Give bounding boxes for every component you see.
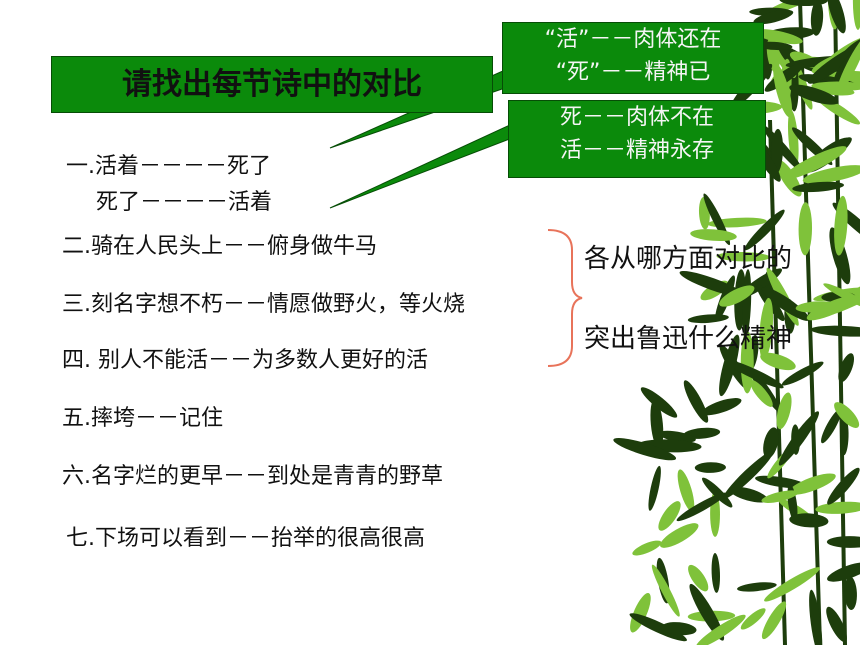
bamboo-leaf bbox=[761, 601, 787, 640]
bamboo-leaf bbox=[711, 553, 721, 593]
bamboo-leaf bbox=[810, 325, 860, 337]
bamboo-leaf bbox=[629, 613, 687, 642]
bamboo-leaf bbox=[690, 229, 737, 242]
callout-2-line-2: 活－－精神永存 bbox=[559, 138, 714, 163]
bamboo-leaf bbox=[783, 146, 847, 180]
bamboo-leaf bbox=[737, 582, 777, 592]
bamboo-leaf bbox=[725, 359, 784, 389]
bamboo-leaf bbox=[650, 399, 664, 449]
bamboo-stalk bbox=[798, 0, 822, 645]
bamboo-leaf bbox=[648, 465, 661, 511]
callout-1-line-1: “活”－－肉体还在 bbox=[544, 27, 722, 52]
bamboo-leaf bbox=[640, 387, 678, 418]
bamboo-leaf bbox=[798, 202, 813, 256]
item-1a: 一.活着－－－－死了 bbox=[66, 154, 271, 179]
bamboo-leaf bbox=[838, 353, 855, 383]
bamboo-leaf bbox=[802, 165, 860, 184]
bamboo-leaf bbox=[827, 562, 860, 582]
bamboo-leaf bbox=[723, 451, 774, 499]
bamboo-leaf bbox=[806, 296, 856, 321]
bamboo-leaf bbox=[756, 41, 793, 51]
bamboo-leaf bbox=[778, 411, 820, 466]
item-7: 七.下场可以看到－－抬举的很高很高 bbox=[66, 526, 425, 551]
bamboo-leaf bbox=[776, 392, 792, 430]
bamboo-leaf bbox=[789, 84, 839, 105]
bamboo-leaf bbox=[761, 287, 810, 321]
bamboo-leaf bbox=[789, 513, 829, 528]
bamboo-leaf bbox=[702, 477, 733, 508]
bamboo-leaf bbox=[761, 490, 799, 503]
bamboo-leaf bbox=[716, 252, 771, 262]
bamboo-leaf bbox=[773, 63, 793, 118]
item-5: 五.摔垮－－记住 bbox=[62, 406, 223, 431]
callout-box-2: 死－－肉体不在 活－－精神永存 bbox=[508, 100, 766, 178]
bamboo-leaf bbox=[836, 36, 860, 96]
bamboo-leaf bbox=[834, 195, 848, 256]
bamboo-leaf bbox=[719, 285, 755, 307]
bamboo-leaf bbox=[688, 564, 709, 592]
bamboo-leaves bbox=[613, 0, 860, 645]
item-1b: 死了－－－－活着 bbox=[96, 190, 273, 215]
bamboo-leaf bbox=[683, 427, 721, 439]
bamboo-leaf bbox=[632, 540, 662, 556]
bamboo-leaf bbox=[689, 583, 725, 641]
bamboo-leaf bbox=[677, 469, 695, 512]
right-brace bbox=[547, 229, 583, 367]
bamboo-leaf bbox=[750, 380, 773, 407]
bamboo-leaf bbox=[659, 523, 699, 548]
bamboo-leaf bbox=[651, 564, 680, 617]
question-1: 各从哪方面对比的 bbox=[584, 244, 793, 274]
bamboo-leaf bbox=[658, 430, 696, 443]
bamboo-leaf bbox=[809, 589, 823, 645]
bamboo-leaf bbox=[740, 330, 754, 394]
bamboo-leaf bbox=[827, 0, 846, 34]
bamboo-leaf bbox=[807, 44, 860, 84]
bamboo-leaf bbox=[701, 398, 742, 416]
bamboo-leaf bbox=[729, 486, 768, 503]
callout-1-line-2: “死”－－精神已 bbox=[555, 60, 711, 85]
bamboo-leaf bbox=[676, 492, 727, 522]
item-6: 六.名字烂的更早－－到处是青青的野草 bbox=[62, 464, 443, 489]
bamboo-leaf bbox=[755, 475, 807, 489]
question-2: 突出鲁迅什么精神 bbox=[584, 324, 793, 354]
bamboo-leaf bbox=[823, 283, 860, 310]
bamboo-leaf bbox=[792, 181, 844, 193]
bamboo-leaf bbox=[810, 0, 824, 36]
bamboo-leaf bbox=[827, 467, 860, 505]
item-3: 三.刻名字想不朽－－情愿做野火，等火烧 bbox=[62, 292, 465, 317]
bamboo-leaf bbox=[694, 462, 726, 473]
bamboo-leaf bbox=[683, 380, 709, 423]
bamboo-leaf bbox=[744, 209, 785, 251]
bamboo-leaf bbox=[763, 427, 779, 459]
callout-box-1: “活”－－肉体还在 “死”－－精神已 bbox=[502, 22, 764, 94]
item-4: 四. 别人不能活－－为多数人更好的活 bbox=[62, 348, 428, 373]
bamboo-leaf bbox=[661, 622, 697, 636]
callout-2-line-1: 死－－肉体不在 bbox=[559, 105, 714, 130]
bamboo-leaf bbox=[840, 417, 849, 456]
bamboo-leaf bbox=[781, 361, 824, 386]
bamboo-leaf bbox=[719, 334, 740, 397]
bamboo-leaf bbox=[764, 567, 820, 602]
bamboo-leaf bbox=[658, 501, 681, 531]
bamboo-leaf bbox=[826, 606, 847, 643]
bamboo-leaf bbox=[740, 608, 766, 630]
item-2: 二.骑在人民头上－－俯身做牛马 bbox=[62, 234, 377, 259]
bamboo-leaf bbox=[834, 402, 860, 428]
bamboo-leaf bbox=[753, 29, 803, 45]
bamboo-leaf bbox=[844, 576, 857, 610]
bamboo-leaf bbox=[695, 614, 746, 645]
bamboo-leaf bbox=[760, 352, 796, 371]
bamboo-leaf bbox=[788, 473, 836, 495]
bamboo-leaf bbox=[630, 592, 651, 633]
bamboo-leaf bbox=[821, 408, 842, 444]
bamboo-leaf bbox=[771, 128, 784, 174]
bamboo-leaf bbox=[753, 9, 794, 25]
bamboo-leaf bbox=[815, 501, 860, 514]
bamboo-leaf bbox=[826, 536, 860, 548]
bamboo-leaf bbox=[759, 297, 774, 360]
slide-title: 请找出每节诗中的对比 bbox=[51, 56, 493, 113]
bamboo-leaf bbox=[613, 438, 677, 461]
